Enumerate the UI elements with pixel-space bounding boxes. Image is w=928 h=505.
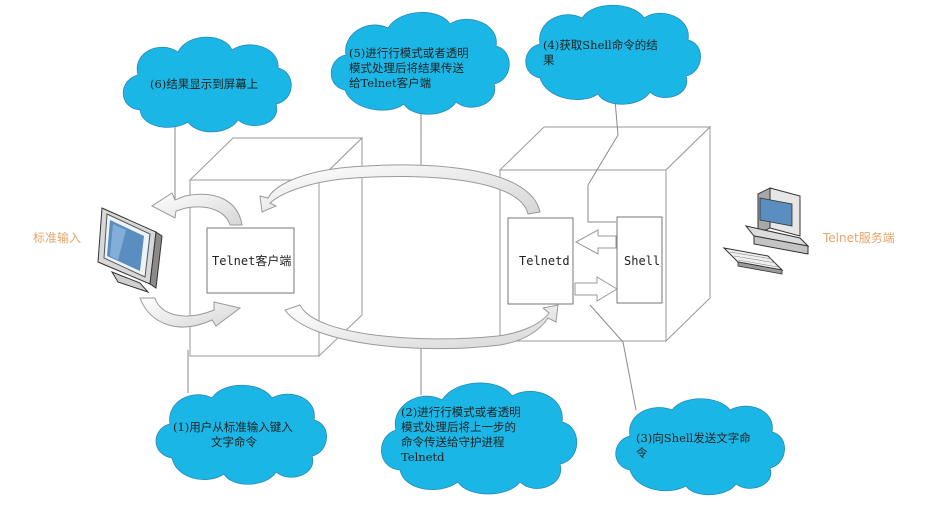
connector-lines	[174, 99, 637, 411]
cloud-step3	[615, 398, 785, 496]
cloud-step3-text: (3)向Shell发送文字命 令	[636, 431, 751, 461]
cloud-step2-text: (2)进行行模式或者透明 模式处理后将上一步的 命令传送给守护进程 Telnet…	[401, 405, 521, 465]
shell-box	[616, 216, 663, 304]
step4-line1: (4)获取Shell命令的结	[543, 38, 658, 52]
curved-arrows	[139, 164, 559, 350]
cloud-step5	[330, 12, 510, 115]
cloud-step1	[155, 384, 327, 485]
step2-line4: Telnetd	[401, 450, 445, 464]
cloud-step4-text: (4)获取Shell命令的结 果	[543, 38, 658, 68]
clouds	[122, 4, 785, 496]
cloud-step1-text: (1)用户从标准输入键入 文字命令	[173, 420, 293, 450]
step5-line3: 给Telnet客户端	[349, 76, 432, 90]
shell-label: Shell	[624, 254, 661, 268]
telnetd-label: Telnetd	[519, 254, 570, 268]
step2-line2: 模式处理后将上一步的	[401, 420, 516, 434]
step5-line2: 模式处理后将结果传送	[349, 61, 464, 75]
step3-line2: 令	[636, 446, 648, 460]
step6-line1: (6)结果显示到屏幕上	[150, 77, 259, 91]
step2-line3: 命令传送给守护进程	[401, 435, 505, 449]
cloud-step5-text: (5)进行行模式或者透明 模式处理后将结果传送 给Telnet客户端	[349, 46, 469, 91]
step3-line1: (3)向Shell发送文字命	[636, 431, 751, 445]
step1-line1: (1)用户从标准输入键入	[173, 420, 293, 434]
telnet-client-label: Telnet客户端	[212, 254, 292, 268]
cloud-step6	[122, 36, 292, 133]
telnetd-box	[507, 217, 574, 305]
cloud-step2	[381, 382, 578, 495]
telnet-server-label: Telnet服务端	[823, 231, 895, 245]
cloud-step4	[525, 4, 701, 105]
monitor-icon	[97, 207, 163, 294]
step4-line2: 果	[543, 53, 555, 67]
step2-line1: (2)进行行模式或者透明	[401, 405, 521, 419]
step5-line1: (5)进行行模式或者透明	[349, 46, 469, 60]
cloud-step6-text: (6)结果显示到屏幕上	[150, 77, 258, 92]
telnet-client-box	[206, 227, 295, 294]
step1-line2: 文字命令	[211, 435, 257, 449]
server-computer-icon	[722, 187, 810, 275]
standard-input-label: 标准输入	[33, 231, 82, 245]
shell-arrows	[574, 229, 618, 302]
